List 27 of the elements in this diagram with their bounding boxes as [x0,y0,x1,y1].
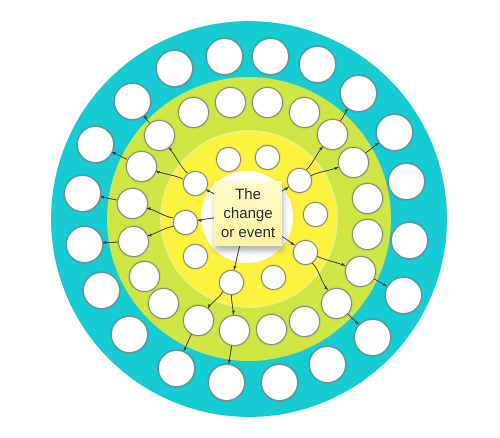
connector-arrow [310,166,339,176]
connector-arrow [143,115,150,124]
connector-arrow [282,236,296,246]
connector-arrow [346,313,360,325]
connector-arrow [146,207,174,218]
connector-arrow [231,294,235,315]
connector-arrow [234,246,240,270]
connector-arrow [228,344,232,364]
connector-arrow [208,290,224,309]
connector-arrow [168,146,188,174]
connector-arrow [155,170,184,180]
connector-arrow [311,262,328,290]
connector-arrow [365,142,380,154]
connector-arrow [340,108,349,122]
connector-arrow [111,152,128,160]
connector-arrow [316,256,346,266]
connector-arrow [196,218,214,222]
connector-arrow [183,334,192,352]
connector-arrow [102,240,118,244]
connector-arrow [306,146,324,170]
connector-arrow [147,226,174,236]
connector-arrow [100,196,118,200]
connector-arrow [205,188,214,194]
sticky-note [214,181,282,246]
note-text: The change or event [220,185,276,242]
connector-arrow [373,278,388,286]
connector-arrow [282,186,290,192]
